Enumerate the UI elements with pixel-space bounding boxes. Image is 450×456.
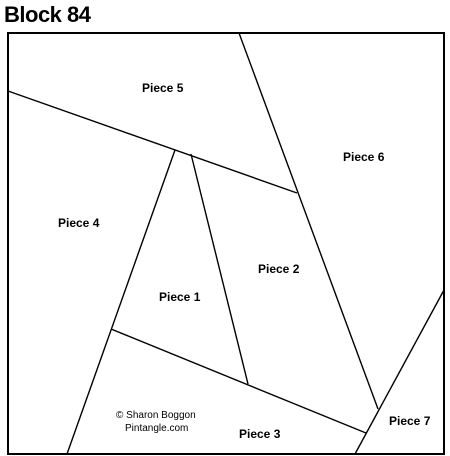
piece-3-label: Piece 3	[239, 427, 281, 441]
block-frame	[7, 32, 445, 455]
seam-piece5-piece4	[7, 90, 298, 194]
credit-author: © Sharon Boggon	[116, 410, 196, 421]
seam-piece5-piece6	[238, 32, 379, 410]
seam-piece4-piece1	[66, 149, 176, 455]
credit-website: Pintangle.com	[125, 423, 188, 434]
seam-piece1-piece3	[110, 328, 367, 434]
piece-4-label: Piece 4	[58, 216, 100, 230]
piece-5-label: Piece 5	[142, 81, 184, 95]
piece-2-label: Piece 2	[258, 262, 300, 276]
piece-6-label: Piece 6	[343, 150, 385, 164]
block-title: Block 84	[4, 2, 91, 27]
seam-piece6-piece7	[354, 289, 445, 455]
piece-7-label: Piece 7	[389, 414, 431, 428]
seam-piece1-piece2	[190, 153, 249, 385]
piece-1-label: Piece 1	[159, 290, 201, 304]
